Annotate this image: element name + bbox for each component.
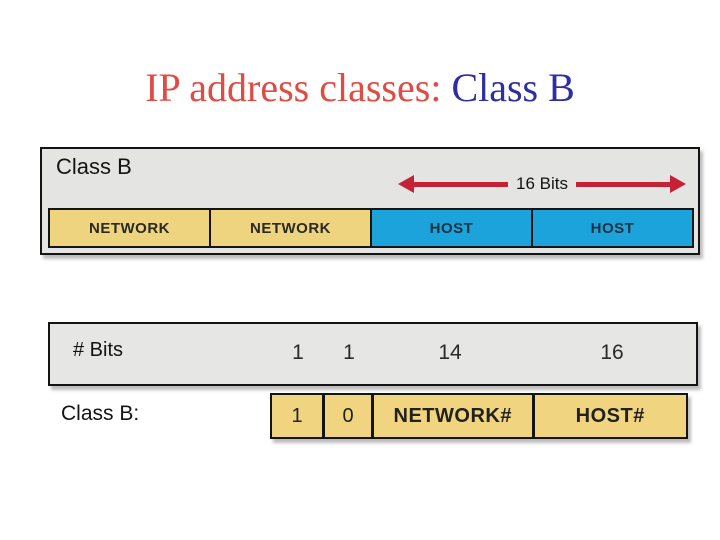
bits-label: # Bits	[73, 339, 124, 361]
classb-cell-bit0: 0	[322, 395, 371, 437]
field-cell-host-2: HOST	[531, 208, 694, 248]
classb-row-label: Class B:	[61, 402, 140, 425]
arrow-label: 16 Bits	[516, 174, 568, 193]
page-title: IP address classes: Class B	[0, 64, 720, 111]
bit-count-16: 16	[600, 341, 624, 364]
title-prefix: IP address classes:	[145, 65, 452, 110]
arrow-left-icon	[398, 175, 414, 193]
bit-count-2: 1	[343, 341, 355, 364]
sixteen-bits-arrow: 16 Bits	[398, 171, 687, 197]
field-cell-network-2: NETWORK	[209, 208, 372, 248]
classb-bit-layout: 1 0 NETWORK# HOST#	[270, 393, 688, 439]
bit-count-14: 14	[438, 341, 462, 364]
classb-fields-panel: Class B 16 Bits NETWORK NETWORK HOST HOS…	[40, 147, 700, 255]
field-cell-host-1: HOST	[370, 208, 533, 248]
classb-cell-host: HOST#	[531, 395, 687, 437]
panel-class-label: Class B	[56, 154, 132, 179]
arrow-line	[414, 181, 509, 187]
classb-cell-bit1: 1	[291, 404, 303, 427]
classb-cell-network: NETWORK#	[371, 395, 532, 437]
field-cell-network-1: NETWORK	[48, 208, 211, 248]
arrow-line	[576, 181, 671, 187]
arrow-right-icon	[670, 175, 687, 193]
bits-count-panel: # Bits 1 1 14 16	[48, 322, 698, 386]
title-highlight: Class B	[451, 65, 575, 110]
address-fields-row: NETWORK NETWORK HOST HOST	[48, 208, 694, 248]
bit-count-1: 1	[292, 341, 304, 364]
